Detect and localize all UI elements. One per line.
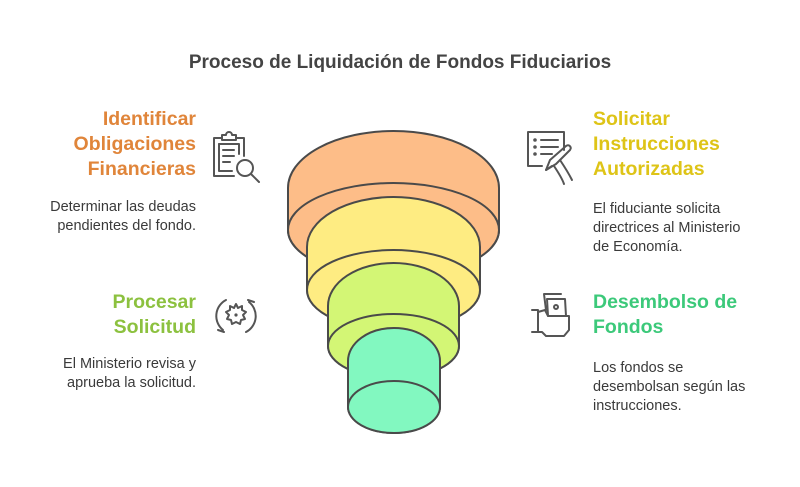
heading-line: Obligaciones [73,133,196,155]
heading-line: Instrucciones [593,133,720,155]
step-heading-desembolso: Desembolso de Fondos [593,290,793,340]
step-heading-procesar: Procesar Solicitud [20,290,196,340]
step-description-identificar: Determinar las deudas pendientes del fon… [20,198,196,236]
document-sign-icon [527,131,573,185]
description-line: Determinar las deudas [50,199,196,215]
page-title: Proceso de Liquidación de Fondos Fiducia… [188,52,612,73]
heading-line: Financieras [87,158,196,180]
description-line: directrices al Ministerio [593,220,741,236]
description-line: Los fondos se [593,360,684,376]
description-line: El Ministerio revisa y [63,356,196,372]
description-line: instrucciones. [593,398,682,414]
step-heading-identificar: Identificar Obligaciones Financieras [20,107,196,182]
clipboard-search-icon [213,131,260,183]
description-line: pendientes del fondo. [57,218,196,234]
heading-line: Solicitud [113,316,196,338]
step-heading-solicitar: Solicitar Instrucciones Autorizadas [593,107,793,182]
gear-cycle-icon [215,299,257,333]
description-line: desembolsan según las [593,379,746,395]
step-description-solicitar: El fiduciante solicita directrices al Mi… [593,200,793,257]
heading-line: Autorizadas [593,158,705,180]
heading-line: Procesar [112,291,196,313]
heading-line: Identificar [102,108,196,130]
description-line: de Economía. [593,239,683,255]
layer-face-desembolso [347,380,441,434]
step-description-desembolso: Los fondos se desembolsan según las inst… [593,359,793,416]
description-line: aprueba la solicitud. [67,375,196,391]
heading-line: Solicitar [593,108,670,130]
heading-line: Fondos [593,316,664,338]
heading-line: Desembolso de [593,291,738,313]
hand-money-icon [531,293,570,337]
funnel-layer-desembolso [347,327,441,434]
description-line: El fiduciante solicita [593,201,721,217]
step-description-procesar: El Ministerio revisa y aprueba la solici… [20,355,196,393]
